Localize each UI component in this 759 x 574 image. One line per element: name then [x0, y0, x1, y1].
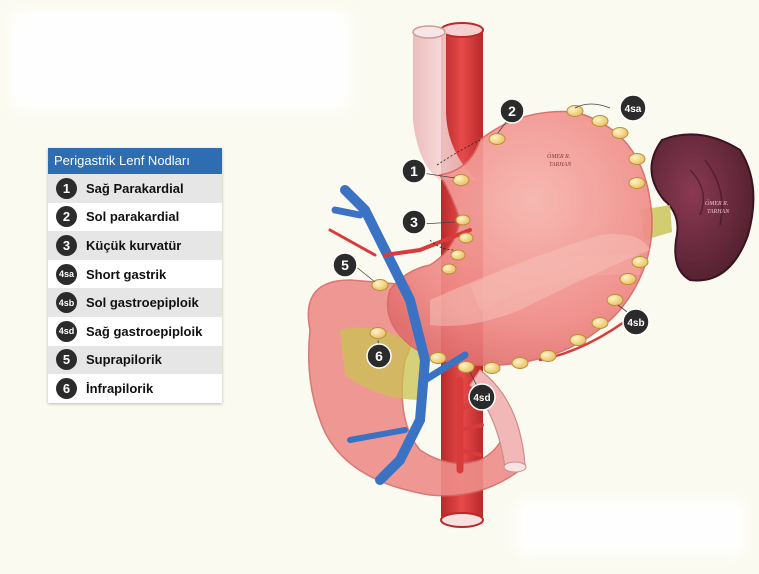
legend-panel: Perigastrik Lenf Nodları 1 Sağ Parakardi…: [48, 148, 222, 403]
legend-number-badge: 3: [56, 235, 77, 256]
svg-text:TARHAN: TARHAN: [707, 209, 730, 215]
legend-item: 4sd Sağ gastroepiploik: [48, 317, 222, 346]
marker-1: 1: [402, 159, 426, 183]
svg-text:5: 5: [341, 257, 349, 273]
legend-item: 4sa Short gastrik: [48, 260, 222, 289]
legend-label: Short gastrik: [86, 267, 166, 282]
svg-text:2: 2: [508, 103, 516, 119]
legend-item: 3 Küçük kurvatür: [48, 231, 222, 260]
svg-text:4sd: 4sd: [473, 393, 490, 404]
legend-label: Sağ Parakardial: [86, 181, 184, 196]
legend-label: İnfrapilorik: [86, 381, 153, 396]
legend-number-badge: 1: [56, 178, 77, 199]
legend-number-badge: 5: [56, 349, 77, 370]
legend-item: 6 İnfrapilorik: [48, 374, 222, 403]
svg-text:4sa: 4sa: [625, 104, 642, 115]
svg-text:1: 1: [410, 163, 418, 179]
marker-5: 5: [333, 253, 357, 277]
marker-4sb: 4sb: [623, 309, 649, 335]
marker-2: 2: [500, 99, 524, 123]
legend-number-badge: 4sa: [56, 264, 77, 285]
svg-text:ÖMER R.: ÖMER R.: [705, 199, 728, 207]
legend-item: 4sb Sol gastroepiploik: [48, 288, 222, 317]
legend-list: 1 Sağ Parakardial 2 Sol parakardial 3 Kü…: [48, 174, 222, 403]
svg-text:3: 3: [410, 214, 418, 230]
marker-3: 3: [402, 210, 426, 234]
legend-label: Sağ gastroepiploik: [86, 324, 202, 339]
svg-text:TARHAN: TARHAN: [549, 162, 572, 168]
legend-item: 1 Sağ Parakardial: [48, 174, 222, 203]
legend-label: Küçük kurvatür: [86, 238, 181, 253]
legend-number-badge: 2: [56, 206, 77, 227]
legend-label: Suprapilorik: [86, 352, 162, 367]
legend-label: Sol gastroepiploik: [86, 295, 199, 310]
svg-text:4sb: 4sb: [627, 318, 644, 329]
legend-label: Sol parakardial: [86, 209, 179, 224]
legend-number-badge: 6: [56, 378, 77, 399]
svg-text:6: 6: [375, 348, 383, 364]
marker-6: 6: [367, 344, 391, 368]
marker-4sa: 4sa: [620, 95, 646, 121]
marker-4sd: 4sd: [469, 384, 495, 410]
legend-item: 5 Suprapilorik: [48, 346, 222, 375]
svg-text:ÖMER R.: ÖMER R.: [547, 152, 570, 160]
legend-title: Perigastrik Lenf Nodları: [48, 148, 222, 174]
legend-number-badge: 4sd: [56, 321, 77, 342]
legend-number-badge: 4sb: [56, 292, 77, 313]
legend-item: 2 Sol parakardial: [48, 203, 222, 232]
